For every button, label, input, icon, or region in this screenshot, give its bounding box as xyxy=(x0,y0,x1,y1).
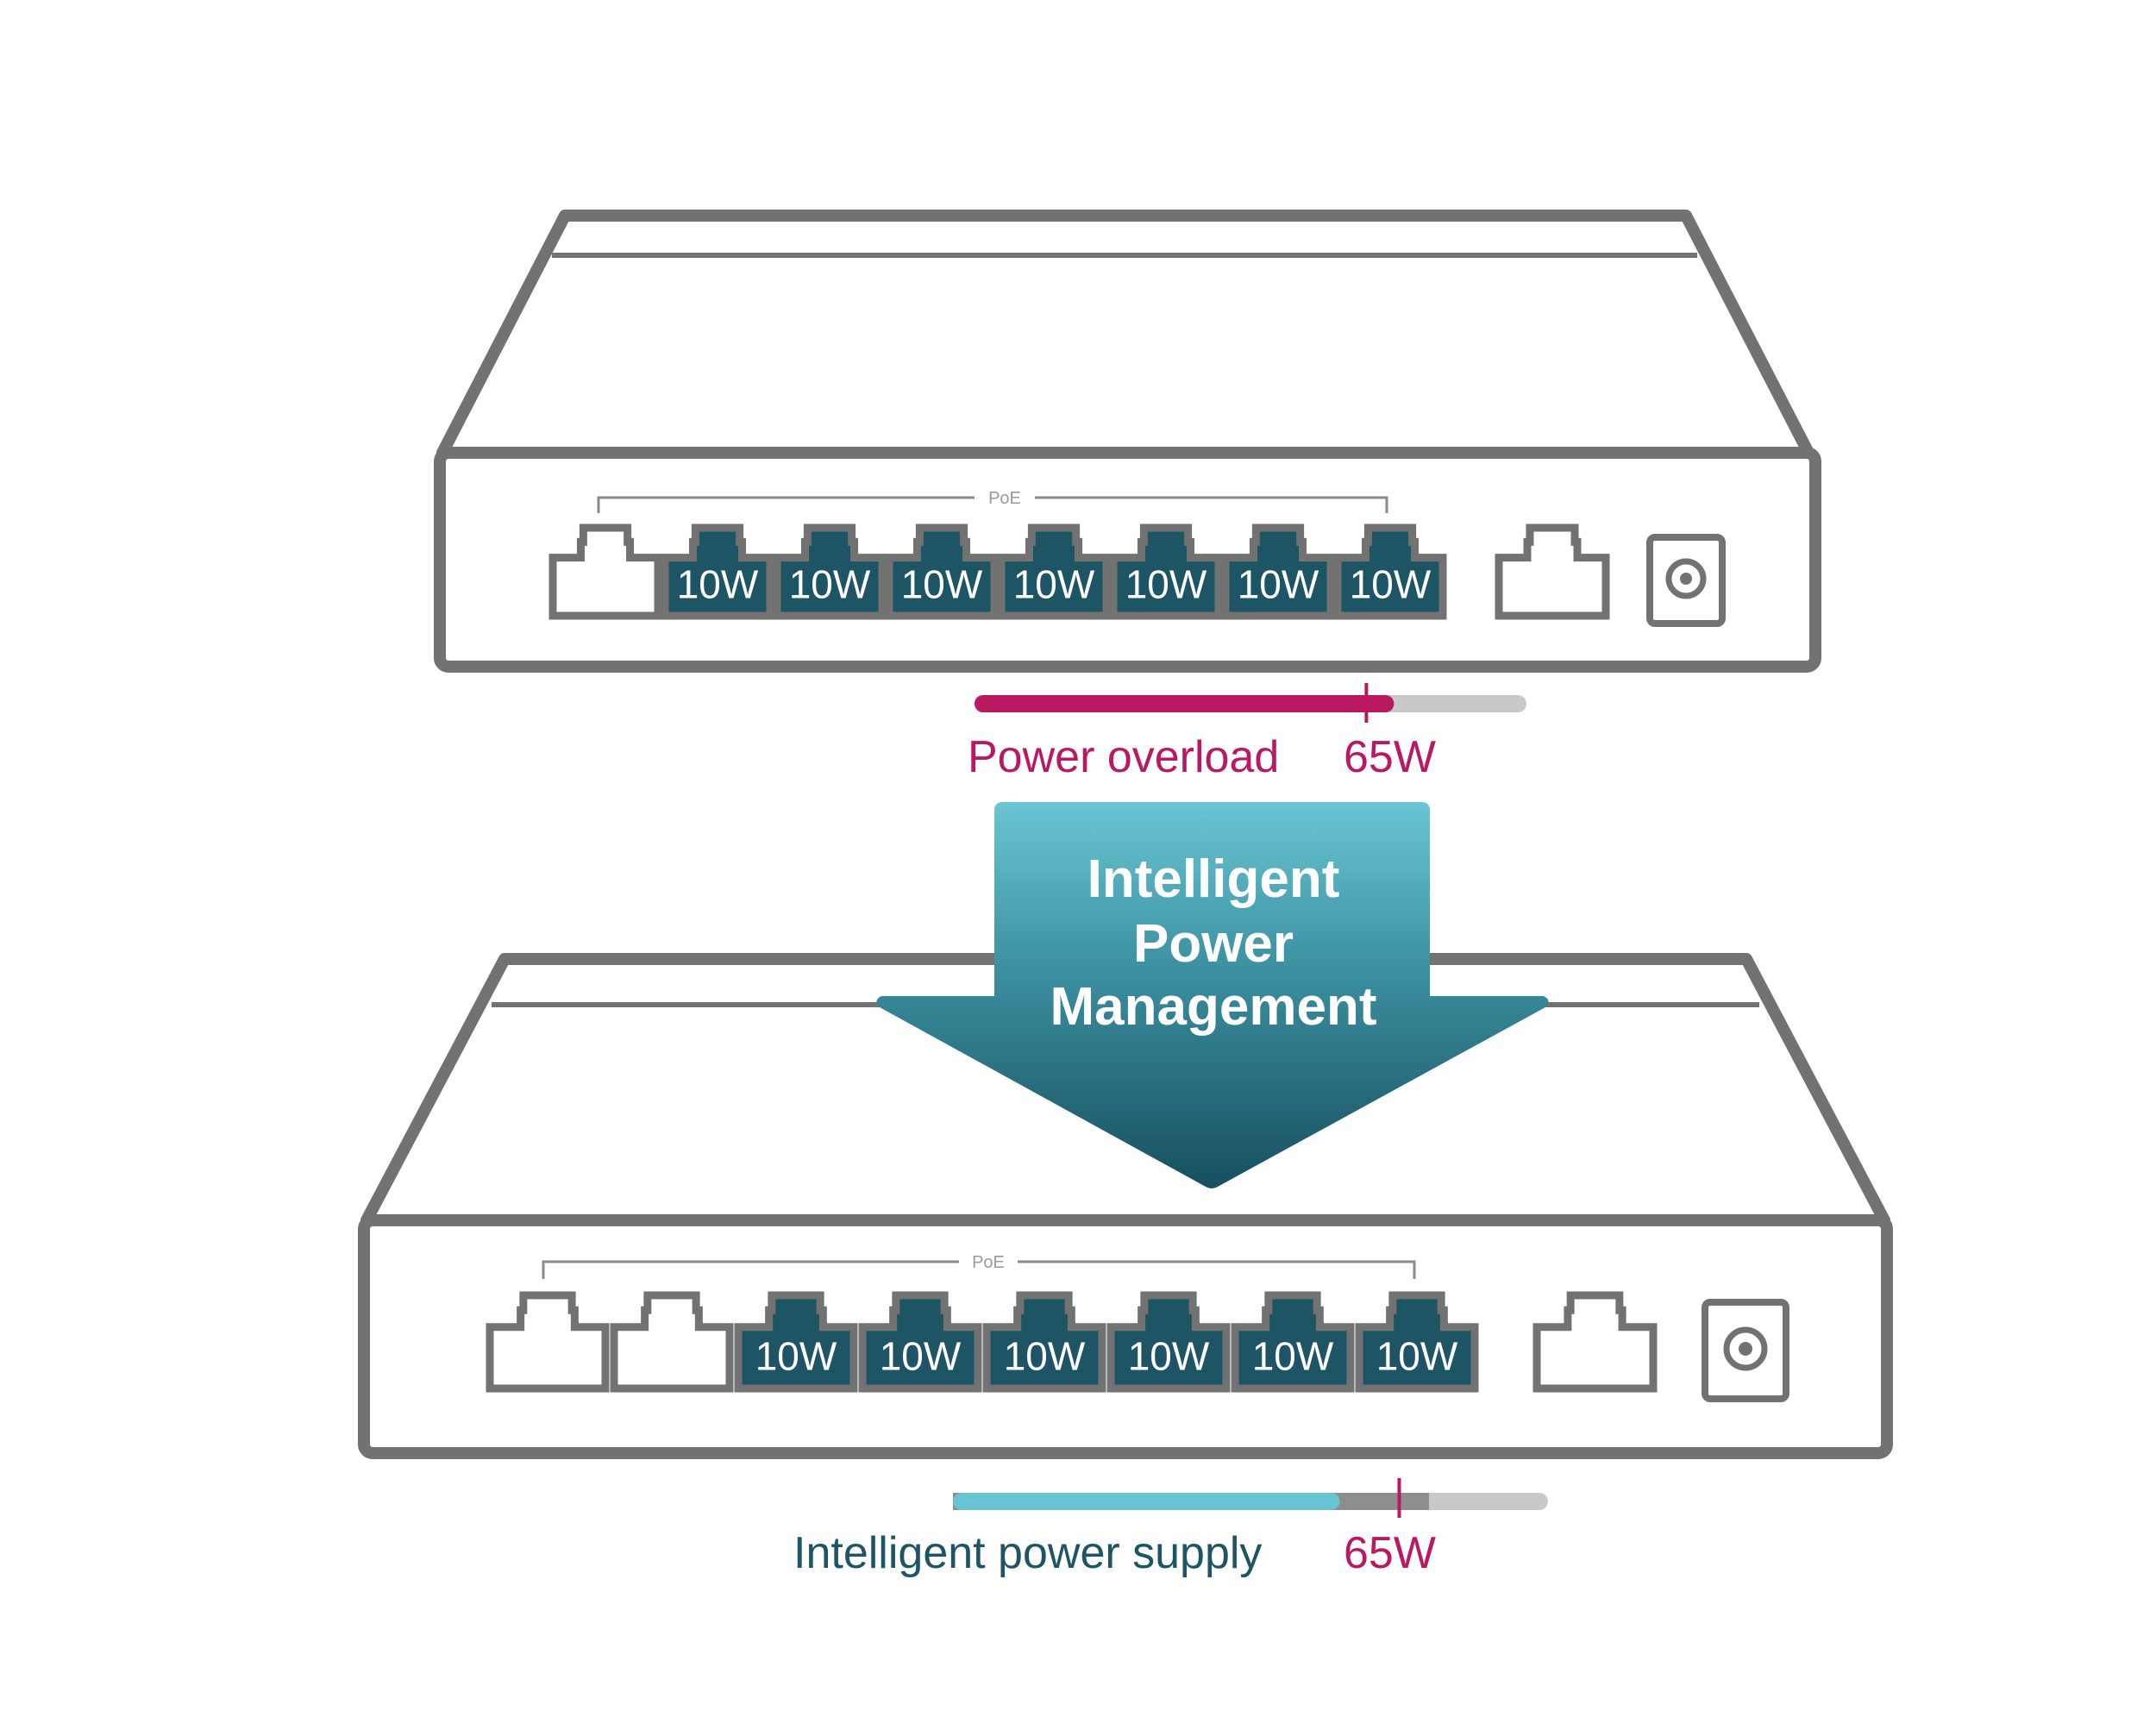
bottom-poe-bracket: PoE xyxy=(542,1253,1416,1279)
bottom-port-8-shape xyxy=(1355,1291,1479,1393)
top-port-2-shape xyxy=(661,523,774,620)
bottom-port-6-label: 10W xyxy=(1128,1333,1210,1378)
top-port-1 xyxy=(548,523,662,620)
bottom-port-2-shape xyxy=(610,1291,734,1393)
arrow-line-3: Management xyxy=(1050,977,1377,1037)
top-port-3-shape xyxy=(773,523,887,620)
bottom-port-7-shape xyxy=(1231,1291,1355,1393)
bottom-power-limit-label: 65W xyxy=(1344,1528,1436,1578)
bottom-port-6: 10W xyxy=(1106,1291,1231,1393)
bottom-port-6-shape xyxy=(1106,1291,1231,1393)
arrow-shape xyxy=(876,802,1549,1188)
top-power-jack-icon xyxy=(1646,534,1726,627)
top-port-7-label: 10W xyxy=(1238,562,1319,607)
top-port-6: 10W xyxy=(1109,523,1223,620)
bottom-uplink-port xyxy=(1532,1291,1658,1393)
top-port-5-shape xyxy=(997,523,1111,620)
bottom-port-5: 10W xyxy=(982,1291,1106,1393)
bottom-port-4-shape xyxy=(858,1291,982,1393)
top-uplink xyxy=(1495,523,1610,620)
bottom-port-4-label: 10W xyxy=(880,1333,962,1378)
top-power-bar xyxy=(975,683,1526,723)
bottom-port-row: 10W 10W 10W 10W 10W 10W xyxy=(486,1291,1479,1393)
top-port-4-shape xyxy=(885,523,999,620)
top-port-7: 10W xyxy=(1221,523,1335,620)
bottom-poe-label: PoE xyxy=(972,1253,1005,1272)
top-port-5: 10W xyxy=(997,523,1111,620)
top-port-8-label: 10W xyxy=(1350,562,1432,607)
bottom-power-jack-icon xyxy=(1702,1299,1789,1402)
top-port-2-label: 10W xyxy=(677,562,759,607)
bottom-power-bar-fill xyxy=(953,1493,1340,1510)
bottom-port-7: 10W xyxy=(1231,1291,1355,1393)
top-power-limit-label: 65W xyxy=(1344,732,1436,782)
top-port-2: 10W xyxy=(661,523,774,620)
intelligent-power-management-arrow: Intelligent Power Management xyxy=(876,802,1549,1188)
bottom-uplink xyxy=(1532,1291,1658,1393)
arrow-line-2: Power xyxy=(1133,914,1294,974)
bottom-port-8: 10W xyxy=(1355,1291,1479,1393)
bottom-port-5-shape xyxy=(982,1291,1106,1393)
top-port-7-shape xyxy=(1221,523,1335,620)
arrow-line-1: Intelligent xyxy=(1087,849,1340,909)
top-port-6-label: 10W xyxy=(1125,562,1207,607)
top-port-1-shape xyxy=(548,523,662,620)
bottom-port-3: 10W xyxy=(734,1291,858,1393)
bottom-port-4: 10W xyxy=(858,1291,982,1393)
bottom-port-8-label: 10W xyxy=(1376,1333,1458,1378)
bottom-port-7-label: 10W xyxy=(1252,1333,1334,1378)
top-port-5-label: 10W xyxy=(1013,562,1095,607)
bottom-port-1-shape xyxy=(486,1291,610,1393)
top-power-bar-label: Power overload xyxy=(968,732,1279,782)
top-port-3: 10W xyxy=(773,523,887,620)
top-port-3-label: 10W xyxy=(789,562,871,607)
top-port-4: 10W xyxy=(885,523,999,620)
bottom-port-5-label: 10W xyxy=(1004,1333,1086,1378)
top-uplink-port xyxy=(1495,523,1610,620)
bottom-port-3-shape xyxy=(734,1291,858,1393)
top-port-8-shape xyxy=(1333,523,1447,620)
bottom-power-bar xyxy=(953,1478,1548,1518)
top-switch-lid xyxy=(436,210,1814,459)
top-uplink-shape xyxy=(1495,523,1610,620)
top-power-bar-fill xyxy=(975,695,1395,712)
top-poe-bracket: PoE xyxy=(597,489,1388,513)
top-port-8: 10W xyxy=(1333,523,1447,620)
bottom-port-3-label: 10W xyxy=(755,1333,837,1378)
top-switch: PoE 10W 10W 10W 10W 10W 10W 10W xyxy=(434,210,1821,673)
top-port-6-shape xyxy=(1109,523,1223,620)
top-port-row: 10W 10W 10W 10W 10W 10W 10W xyxy=(548,523,1447,620)
top-poe-label: PoE xyxy=(988,489,1021,508)
bottom-port-1 xyxy=(486,1291,610,1393)
bottom-uplink-shape xyxy=(1532,1291,1658,1393)
bottom-port-2 xyxy=(610,1291,734,1393)
bottom-power-bar-label: Intelligent power supply xyxy=(793,1528,1262,1578)
top-port-4-label: 10W xyxy=(901,562,983,607)
